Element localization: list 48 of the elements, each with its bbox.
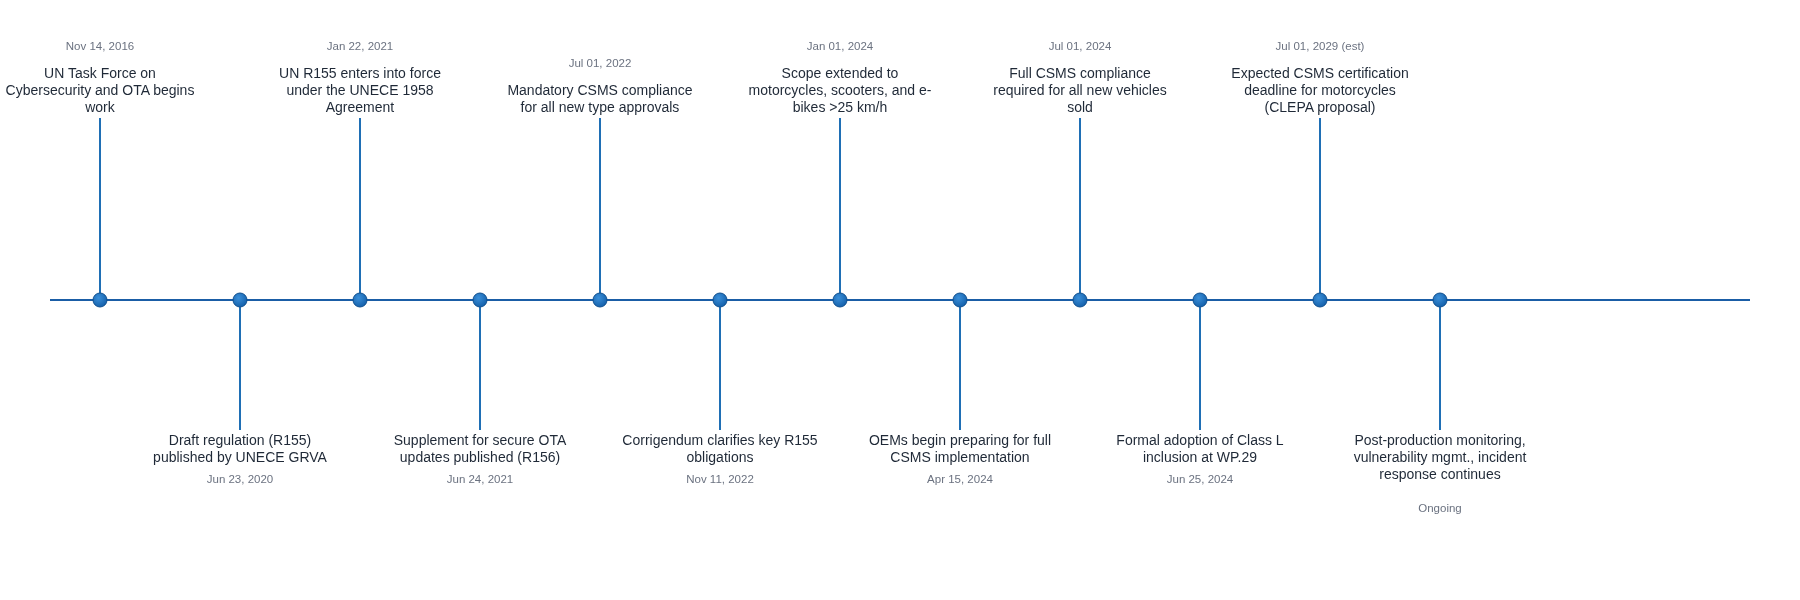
timeline-dot: [232, 292, 248, 308]
date-label: Nov 14, 2016: [64, 39, 136, 53]
timeline-dot: [92, 292, 108, 308]
date-label: Jun 24, 2021: [445, 472, 515, 486]
date-label: Jul 01, 2029 (est): [1274, 39, 1366, 53]
timeline-dot: [1432, 292, 1448, 308]
leader-line: [1079, 117, 1081, 294]
event-text: Formal adoption of Class L inclusion at WP.29: [1102, 432, 1298, 466]
date-label: Jan 22, 2021: [325, 39, 395, 53]
date-label: Jun 25, 2024: [1165, 472, 1235, 486]
leader-line: [1199, 306, 1201, 431]
event-text: Corrigendum clarifies key R155 obligations: [622, 432, 818, 466]
event-text: Mandatory CSMS compliance for all new type approvals: [502, 82, 698, 116]
date-label: Jul 01, 2022: [567, 56, 633, 70]
date-label: Nov 11, 2022: [685, 472, 755, 486]
timeline-dot: [472, 292, 488, 308]
timeline-dot: [1192, 292, 1208, 308]
event-text: UN Task Force on Cybersecurity and OTA begins work: [2, 65, 198, 116]
date-label: Jul 01, 2024: [1047, 39, 1113, 53]
timeline-dot: [352, 292, 368, 308]
event-text: Expected CSMS certification deadline for motorcycles (CLEPA proposal): [1222, 65, 1418, 116]
date-label: Apr 15, 2024: [926, 472, 994, 486]
timeline-dot: [832, 292, 848, 308]
date-label: Jun 23, 2020: [205, 472, 275, 486]
event-text: Supplement for secure OTA updates published (R156): [382, 432, 578, 466]
timeline-dot: [952, 292, 968, 308]
timeline-dot: [1312, 292, 1328, 308]
timeline-dot: [1072, 292, 1088, 308]
event-text: Scope extended to motorcycles, scooters, and e-bikes >25 km/h: [742, 65, 938, 116]
event-text: OEMs begin preparing for full CSMS implementation: [862, 432, 1058, 466]
event-text: Draft regulation (R155) published by UNECE GRVA: [142, 432, 338, 466]
event-text: Post-production monitoring, vulnerability mgmt., incident response continues: [1342, 432, 1538, 483]
date-label: Jan 01, 2024: [805, 39, 875, 53]
leader-line: [1439, 306, 1441, 431]
leader-line: [839, 117, 841, 294]
leader-line: [99, 117, 101, 294]
leader-line: [959, 306, 961, 431]
event-text: UN R155 enters into force under the UNECE 1958 Agreement: [262, 65, 458, 116]
event-text: Full CSMS compliance required for all new vehicles sold: [982, 65, 1178, 116]
date-label: Ongoing: [1417, 501, 1463, 515]
leader-line: [239, 306, 241, 431]
timeline-dot: [592, 292, 608, 308]
leader-line: [719, 306, 721, 431]
timeline-dot: [712, 292, 728, 308]
leader-line: [1319, 117, 1321, 294]
leader-line: [359, 117, 361, 294]
leader-line: [479, 306, 481, 431]
leader-line: [599, 117, 601, 294]
